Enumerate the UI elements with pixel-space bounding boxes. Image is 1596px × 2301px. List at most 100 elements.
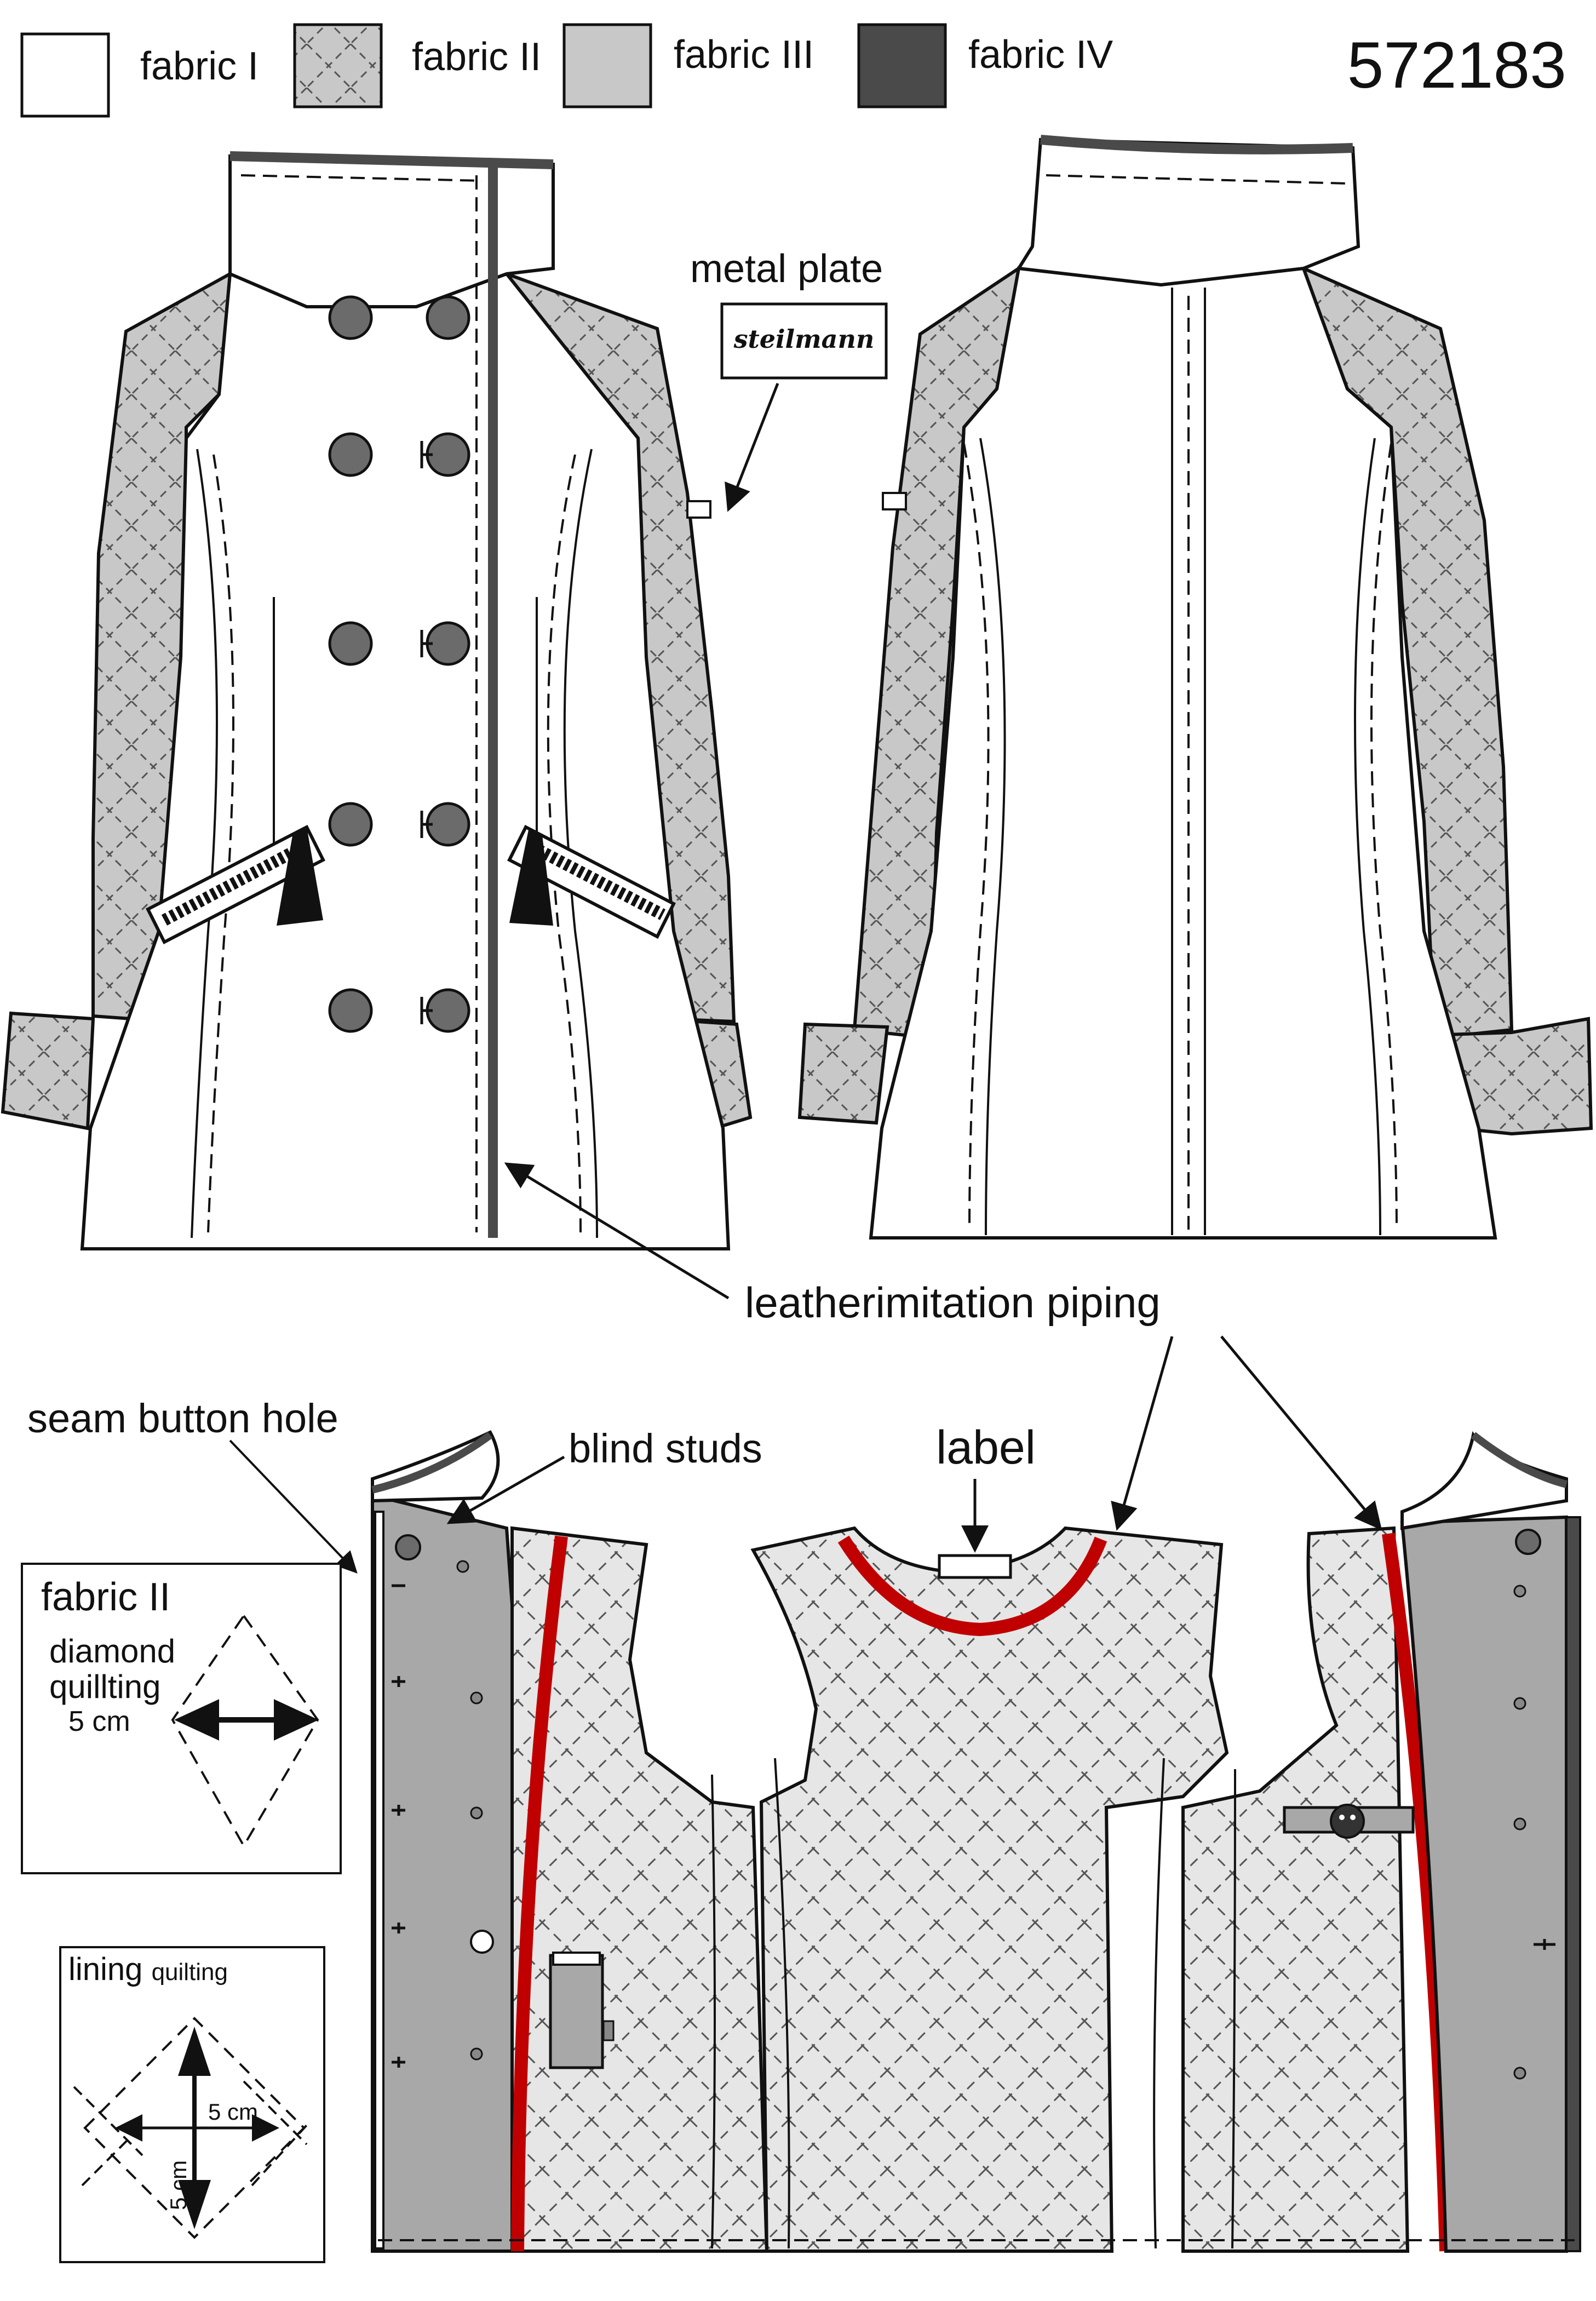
front-collar-topstitch xyxy=(240,174,483,182)
button-hole-marks xyxy=(420,441,433,1024)
fabric-quilting-size: 5 cm xyxy=(68,1706,130,1737)
button xyxy=(328,432,373,477)
inside-top-button xyxy=(1515,1529,1541,1555)
front-left-zip-pocket xyxy=(145,824,326,945)
metal-plate-label: metal plate xyxy=(690,247,883,291)
button xyxy=(426,295,470,340)
back-collar-topstitch xyxy=(1046,174,1348,185)
legend-item-fabric-4: fabric IV xyxy=(857,23,1113,108)
lining-arrowhead-up xyxy=(178,2027,211,2076)
legend-item-fabric-3: fabric III xyxy=(562,23,814,108)
button xyxy=(426,988,470,1033)
front-collar xyxy=(228,154,555,308)
inside-right-lining xyxy=(1181,1526,1410,2253)
blind-stud xyxy=(1513,2067,1526,2080)
lining-size-h: 5 cm xyxy=(208,2099,258,2125)
fabric-2-swatch xyxy=(293,23,383,108)
blind-studs-arrow xyxy=(446,1455,565,1524)
back-right-princess-seam xyxy=(1354,438,1381,1236)
diamond-quilting-shape xyxy=(171,1614,319,1849)
piping-arrow-lining-neck xyxy=(1111,1336,1174,1531)
blind-stud xyxy=(456,1560,469,1573)
inside-back-lining xyxy=(750,1526,1229,2253)
fabric-quilting-box: fabric II diamond quillting 5 cm xyxy=(21,1563,342,1874)
back-left-princess-seam xyxy=(979,438,1006,1236)
back-collar xyxy=(1015,137,1360,287)
front-right-zip-pocket xyxy=(507,824,676,939)
back-sleeve-plate xyxy=(882,492,907,510)
blind-stud xyxy=(1513,1585,1526,1598)
zipper-pull xyxy=(277,827,323,926)
back-collar-piping xyxy=(1040,135,1353,154)
front-view xyxy=(1,151,753,1250)
front-right-princess-topstitch xyxy=(547,454,582,1233)
lining-quilting-box: lining quilting 5 cm 5 cm xyxy=(59,1946,325,2263)
fabric-2-label: fabric II xyxy=(412,35,541,79)
blind-stud xyxy=(470,1806,483,1820)
piping-arrow-lining-right xyxy=(1220,1335,1382,1530)
inside-left-front-facing xyxy=(371,1493,514,2253)
legend-item-fabric-1: fabric I xyxy=(20,32,259,118)
fabric-1-label: fabric I xyxy=(140,44,259,88)
lining-quilting-title-main: lining xyxy=(68,1952,142,1987)
diamond-size-arrow xyxy=(174,1699,319,1741)
seam-button-hole-arrow xyxy=(229,1439,358,1574)
legend-item-fabric-2: fabric II xyxy=(293,23,541,108)
fabric-quilting-title: fabric II xyxy=(41,1575,170,1619)
back-left-cuff xyxy=(797,1022,889,1125)
metal-plate xyxy=(720,302,888,380)
lining-size-v: 5 cm xyxy=(165,2160,191,2210)
zipper-pull xyxy=(509,830,553,926)
inside-neck-label xyxy=(938,1554,1012,1579)
piping-label: leatherimitation piping xyxy=(745,1278,1161,1327)
front-collar-edge-piping xyxy=(229,151,554,169)
legend: fabric I fabric II fabric III fabric IV … xyxy=(20,23,1566,118)
blind-stud xyxy=(1513,1817,1526,1831)
fabric-4-label: fabric IV xyxy=(968,33,1113,77)
button xyxy=(328,802,373,847)
front-left-cuff xyxy=(1,1011,95,1131)
button xyxy=(328,988,373,1033)
button xyxy=(426,802,470,847)
button xyxy=(328,621,373,666)
piping-arrow-front xyxy=(504,1162,730,1300)
fabric-3-label: fabric III xyxy=(674,33,814,77)
metal-plate-arrow xyxy=(725,383,779,512)
metal-plate-brand-text: steilmann xyxy=(733,324,875,354)
inside-view xyxy=(371,1430,1581,2253)
inside-left-collar-piping xyxy=(371,1432,493,1494)
inside-top-button xyxy=(395,1534,421,1560)
style-number: 572183 xyxy=(1347,28,1566,102)
fabric-quilting-line1: diamond xyxy=(49,1633,175,1669)
inside-callouts: seam button hole blind studs label xyxy=(27,1396,1036,1574)
inside-welt-pocket xyxy=(1283,1804,1415,1839)
inside-right-collar xyxy=(1400,1431,1568,1530)
fabric-quilting-line2: quillting xyxy=(49,1668,160,1705)
front-sleeve-plate xyxy=(686,500,711,519)
inside-right-collar-piping xyxy=(1471,1432,1568,1488)
inside-lining-seam xyxy=(1231,1769,1236,2249)
blind-studs xyxy=(456,1560,1526,2080)
back-right-princess-topstitch xyxy=(1370,443,1398,1230)
inside-zip-pocket xyxy=(549,1952,615,2069)
button xyxy=(426,432,470,477)
inside-back-neck-piping xyxy=(837,1535,1107,1637)
inside-lining-seam xyxy=(774,1758,790,2249)
lining-arrowhead-down xyxy=(178,2180,211,2229)
blind-stud xyxy=(470,1691,483,1705)
lining-quilting-cross xyxy=(73,2080,308,2187)
blind-stud xyxy=(470,2047,483,2061)
back-left-princess-topstitch xyxy=(963,443,990,1230)
pocket-button xyxy=(1330,1804,1365,1839)
fabric-1-swatch xyxy=(20,32,110,118)
lining-quilting-title-small: quilting xyxy=(152,1959,228,1986)
back-view xyxy=(797,135,1593,1240)
piping-callout: leatherimitation piping xyxy=(504,1162,1382,1531)
back-body xyxy=(869,266,1497,1240)
metal-plate-callout: metal plate steilmann xyxy=(690,247,888,512)
fabric-3-swatch xyxy=(562,23,652,108)
button xyxy=(426,621,470,666)
blind-studs-label: blind studs xyxy=(569,1426,762,1471)
button xyxy=(328,295,373,340)
